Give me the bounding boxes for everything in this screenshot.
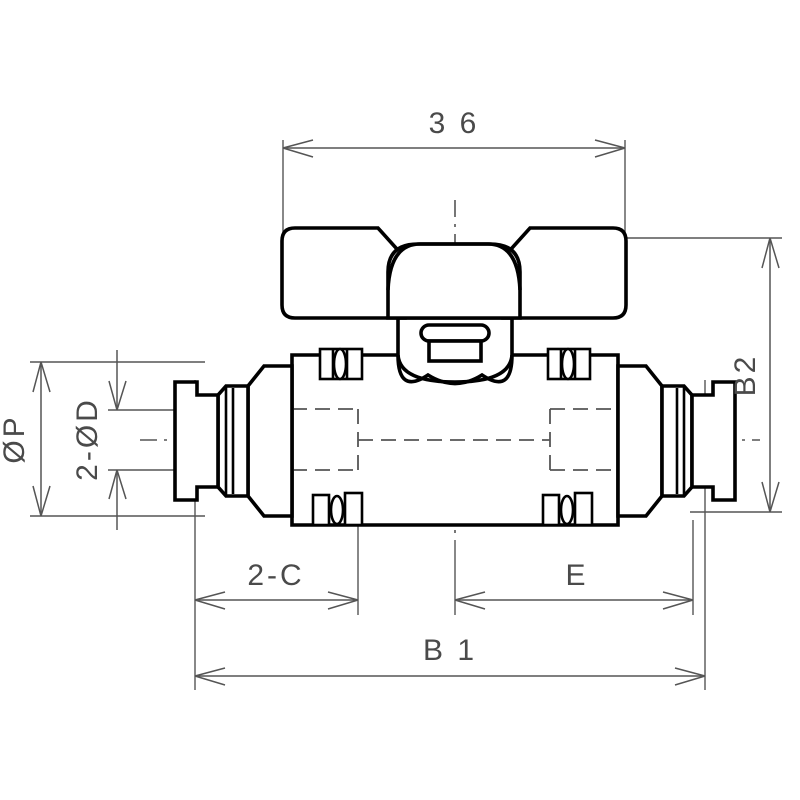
- dim-label-e: E: [565, 559, 588, 592]
- dimension-left-d: 2-ØD: [71, 350, 127, 530]
- dim-label-36: 3 6: [429, 107, 480, 140]
- arrow-2c-right: [327, 591, 359, 610]
- arrow-d-bottom: [108, 469, 127, 500]
- handle-hub-top-arc: [386, 242, 522, 291]
- bracket-br-seg2: [573, 491, 594, 527]
- dimension-left-p: ØP: [0, 361, 51, 517]
- dimension-top-36: 3 6: [282, 107, 626, 158]
- fitting-right-sleeve: [690, 380, 737, 502]
- bracket-top-right: [546, 347, 592, 381]
- dim-label-b1: B 1: [423, 634, 477, 667]
- arrow-p-top: [32, 361, 51, 393]
- dim-label-d: 2-ØD: [71, 397, 104, 481]
- handle-wing-right: [501, 226, 628, 320]
- arrow-d-top: [108, 380, 127, 411]
- arrow-b1-left: [194, 667, 226, 686]
- arrow-e-left: [454, 591, 486, 610]
- dimension-bottom-2c: 2-C: [194, 559, 359, 610]
- bracket-bottom-right: [541, 491, 594, 527]
- valve-stem-indicator: [419, 323, 491, 363]
- bracket-br-oring: [559, 494, 575, 526]
- arrow-e-right: [662, 591, 694, 610]
- push-in-tube-fitting-right: [616, 364, 737, 518]
- bracket-tr-oring: [560, 347, 576, 381]
- dimension-bottom-b1: B 1: [194, 634, 706, 686]
- fitting-left-cone: [246, 364, 294, 518]
- fitting-right-cone: [616, 364, 664, 518]
- arrow-p-bottom: [32, 485, 51, 517]
- arrow-b2-top: [761, 237, 780, 269]
- bracket-br-seg1: [541, 493, 561, 527]
- stem-base: [427, 339, 483, 363]
- stem-cap: [419, 323, 491, 343]
- arrow-b2-bottom: [761, 481, 780, 513]
- handle-hub: [386, 242, 522, 320]
- bracket-bl-seg1: [311, 493, 331, 527]
- butterfly-handle: [280, 226, 628, 320]
- dimension-right-b2: B2: [729, 237, 780, 513]
- arrow-36-left: [282, 139, 314, 158]
- bracket-bl-seg2: [343, 491, 364, 527]
- bracket-bottom-left: [311, 491, 364, 527]
- bracket-top-left: [318, 347, 364, 381]
- arrow-36-right: [594, 139, 626, 158]
- arrow-2c-left: [194, 591, 226, 610]
- fitting-left-sleeve: [173, 380, 220, 502]
- dimension-bottom-e: E: [454, 559, 694, 610]
- arrow-b1-right: [674, 667, 706, 686]
- push-in-tube-fitting-left: [173, 364, 294, 518]
- dim-label-2c: 2-C: [247, 559, 304, 592]
- dim-label-b2: B2: [729, 354, 762, 397]
- valve-neck-bottom-arc: [396, 354, 514, 384]
- handle-wing-left: [280, 226, 407, 320]
- dim-label-p: ØP: [0, 414, 31, 463]
- bracket-bl-oring: [329, 494, 345, 526]
- bracket-tl-oring: [332, 347, 348, 381]
